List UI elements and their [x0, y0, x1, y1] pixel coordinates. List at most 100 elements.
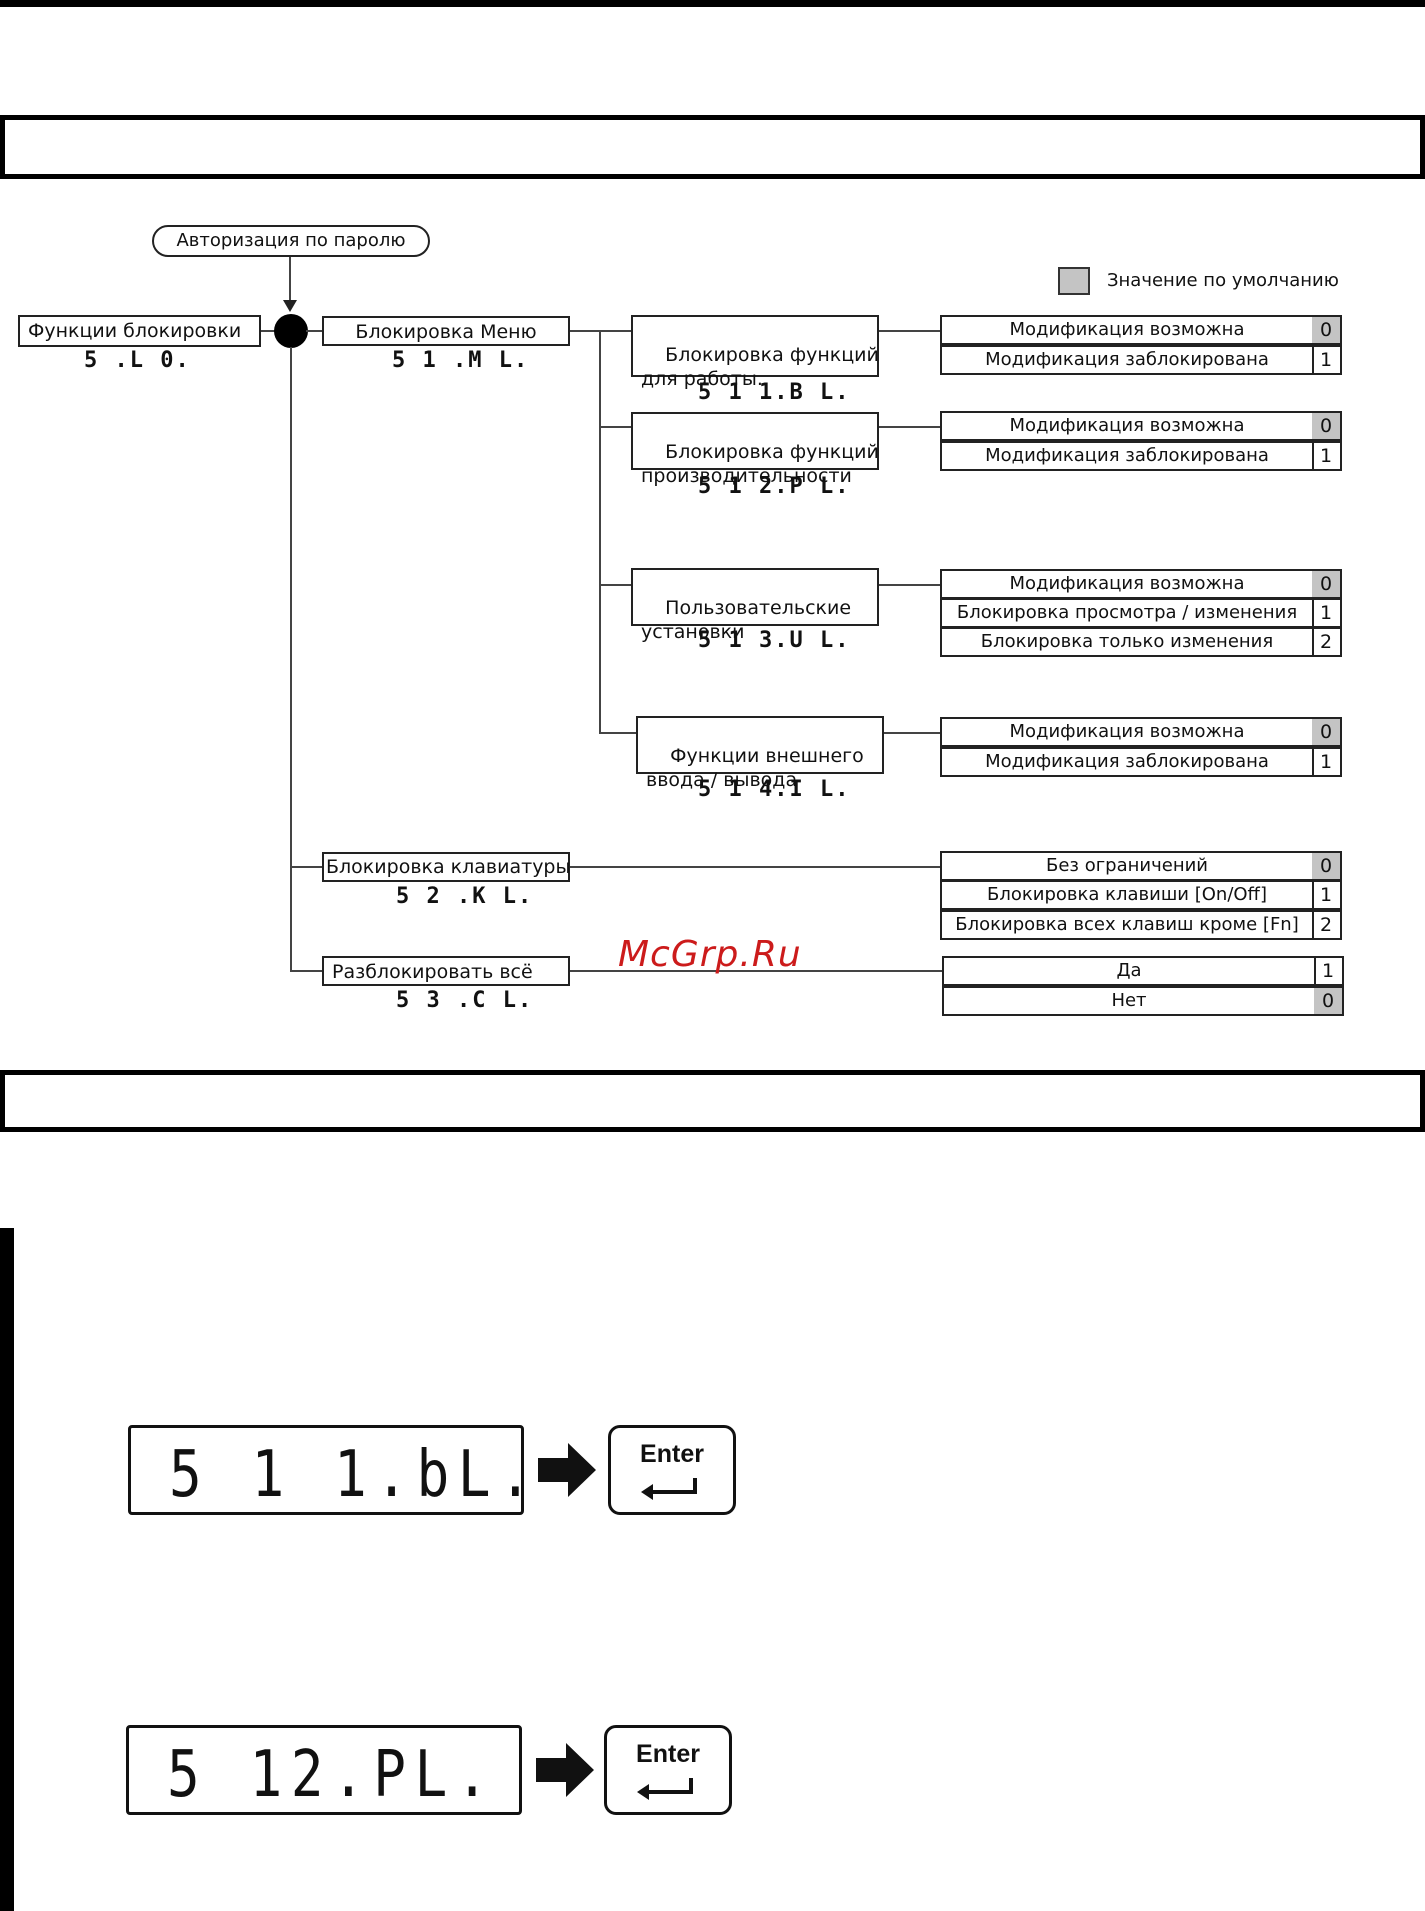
- keyboard-lock-node: Блокировка клавиатуры: [322, 852, 571, 882]
- return-icon: [637, 1778, 693, 1800]
- top-rule: [0, 0, 1425, 7]
- auth-pill: Авторизация по паролю: [152, 225, 430, 257]
- group4-code: 5 1 4.I L.: [698, 777, 851, 802]
- option-value: 0: [1312, 571, 1340, 597]
- group3-connector-in: [599, 584, 631, 586]
- option-value: 0: [1312, 413, 1340, 439]
- group2-code: 5 1 2.P L.: [698, 474, 851, 499]
- menu-lock-code: 5 1 .M L.: [392, 348, 530, 373]
- option-text: Модификация заблокирована: [942, 347, 1314, 373]
- lcd-text: 5 1 1.bL.: [169, 1438, 541, 1512]
- group2-connector-out: [879, 426, 940, 428]
- enter-key-label: Enter: [640, 1440, 704, 1468]
- main-trunk: [290, 347, 292, 972]
- option-value: 1: [1319, 751, 1333, 773]
- keyboard-lock-label: Блокировка клавиатуры: [326, 856, 571, 878]
- group4-label: Функции внешнего ввода / вывода: [646, 745, 864, 791]
- group3-connector-out: [879, 584, 940, 586]
- option-value: 0: [1312, 719, 1340, 745]
- option-value: 0: [1314, 988, 1342, 1014]
- group1-label: Блокировка функций для работы.: [641, 344, 879, 390]
- group3-label: Пользовательские установки: [641, 597, 852, 643]
- group1-connector-in: [599, 330, 631, 332]
- enter-key-label: Enter: [636, 1740, 700, 1768]
- group3-option: Блокировка просмотра / изменения 1: [940, 598, 1342, 628]
- lcd-display: 5 1 1.bL.: [128, 1425, 532, 1515]
- junction-to-menu: [306, 330, 322, 332]
- return-icon: [641, 1478, 697, 1500]
- group1-option: Модификация возможна 0: [940, 315, 1342, 345]
- menu-lock-node: Блокировка Меню: [322, 316, 570, 346]
- auth-arrow-icon: [283, 300, 297, 312]
- keyboard-lock-code: 5 2 .K L.: [396, 884, 534, 909]
- option-text: Блокировка просмотра / изменения: [942, 600, 1314, 626]
- group3-option: Модификация возможна 0: [940, 569, 1342, 599]
- section-header-bar: [0, 115, 1425, 179]
- unlock-option: Да 1: [942, 956, 1344, 986]
- enter-key[interactable]: Enter: [608, 1425, 736, 1515]
- group3-node: Пользовательские установки: [631, 568, 879, 643]
- option-text: Модификация возможна: [942, 413, 1314, 439]
- unlock-connector-out: [570, 970, 942, 972]
- arrow-right-icon: [536, 1743, 594, 1797]
- option-value: 1: [1319, 602, 1333, 624]
- enter-key[interactable]: Enter: [604, 1725, 732, 1815]
- lcd-text: 5 12.PL.: [167, 1738, 498, 1812]
- group1-node: Блокировка функций для работы.: [631, 315, 879, 390]
- option-text: Модификация возможна: [942, 719, 1314, 745]
- option-text: Без ограничений: [942, 853, 1314, 879]
- group2-node: Блокировка функций производительности: [631, 412, 879, 487]
- root-node: Функции блокировки: [18, 315, 261, 347]
- menu-branch-trunk: [599, 330, 601, 733]
- option-text: Модификация возможна: [942, 571, 1314, 597]
- unlock-all-code: 5 3 .C L.: [396, 988, 534, 1013]
- option-value: 1: [1319, 445, 1333, 467]
- option-value: 1: [1321, 960, 1335, 982]
- option-text: Блокировка клавиши [On/Off]: [942, 882, 1314, 908]
- group2-label: Блокировка функций производительности: [641, 441, 879, 487]
- root-code: 5 .L 0.: [84, 348, 191, 373]
- group2-option: Модификация возможна 0: [940, 411, 1342, 441]
- option-text: Модификация заблокирована: [942, 443, 1314, 469]
- keyboard-connector-in: [290, 866, 322, 868]
- auth-connector: [289, 257, 291, 307]
- menu-lock-label: Блокировка Меню: [355, 321, 537, 343]
- unlock-connector-in: [290, 970, 322, 972]
- root-connector: [261, 330, 277, 332]
- keyboard-connector-out: [570, 866, 940, 868]
- option-value: 0: [1312, 853, 1340, 879]
- group1-connector-out: [879, 330, 940, 332]
- option-value: 0: [1312, 317, 1340, 343]
- group1-option: Модификация заблокирована 1: [940, 345, 1342, 375]
- left-margin-bar: [0, 1228, 14, 1911]
- group2-connector-in: [599, 426, 631, 428]
- option-text: Блокировка только изменения: [942, 629, 1314, 655]
- option-text: Модификация возможна: [942, 317, 1314, 343]
- junction-dot: [274, 314, 308, 348]
- group2-option: Модификация заблокирована 1: [940, 441, 1342, 471]
- watermark: McGrp.Ru: [618, 934, 802, 975]
- root-label: Функции блокировки: [28, 320, 242, 342]
- group4-connector-in: [599, 732, 636, 734]
- keyboard-option: Без ограничений 0: [940, 851, 1342, 881]
- lcd-display: 5 12.PL.: [126, 1725, 522, 1815]
- unlock-all-node: Разблокировать всё: [322, 956, 570, 986]
- option-text: Да: [944, 958, 1316, 984]
- group1-code: 5 1 1.B L.: [698, 380, 851, 405]
- group3-option: Блокировка только изменения 2: [940, 627, 1342, 657]
- option-value: 1: [1319, 884, 1333, 906]
- unlock-option: Нет 0: [942, 986, 1344, 1016]
- arrow-right-icon: [538, 1443, 596, 1497]
- legend-swatch: [1058, 267, 1090, 295]
- option-text: Блокировка всех клавиш кроме [Fn]: [942, 912, 1314, 938]
- option-text: Нет: [944, 988, 1316, 1014]
- group4-connector-out: [884, 732, 940, 734]
- option-value: 2: [1319, 631, 1333, 653]
- keyboard-option: Блокировка всех клавиш кроме [Fn] 2: [940, 910, 1342, 940]
- unlock-all-label: Разблокировать всё: [332, 961, 533, 983]
- option-value: 2: [1319, 914, 1333, 936]
- section-footer-bar: [0, 1070, 1425, 1132]
- group4-option: Модификация возможна 0: [940, 717, 1342, 747]
- group4-option: Модификация заблокирована 1: [940, 747, 1342, 777]
- group4-node: Функции внешнего ввода / вывода: [636, 716, 884, 791]
